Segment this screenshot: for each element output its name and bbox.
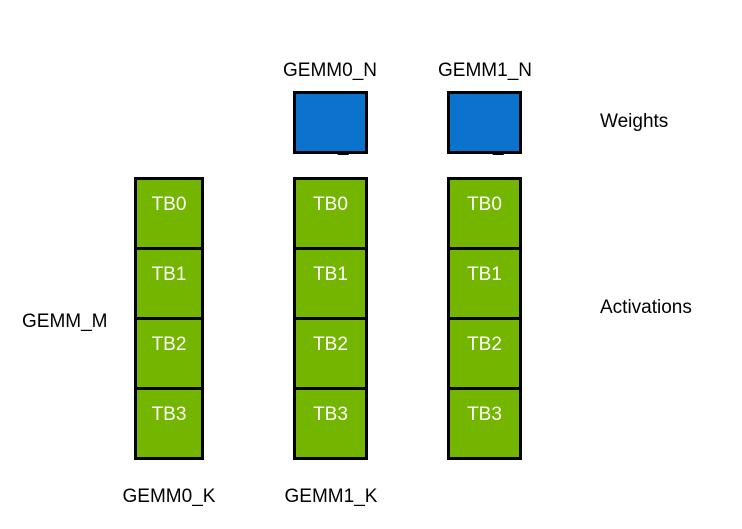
weights-block-0 — [293, 91, 368, 154]
weights-block-1 — [447, 91, 522, 154]
left-label-gemm-m: GEMM_M — [22, 311, 108, 332]
tb-cell: TB2 — [134, 317, 204, 390]
tb-cell: TB0 — [293, 177, 368, 250]
top-label-gemm1-n-line1: GEMM1_N — [438, 60, 532, 81]
activation-column-0: TB0 TB1 TB2 TB3 — [134, 177, 204, 460]
tb-cell: TB1 — [447, 247, 522, 320]
tb-cell: TB2 — [293, 317, 368, 390]
tb-cell: TB3 — [134, 387, 204, 460]
bottom-label-gemm0-k: GEMM0_K — [122, 486, 216, 507]
row-label-weights: Weights — [600, 111, 669, 132]
activation-column-2: TB0 TB1 TB2 TB3 — [447, 177, 522, 460]
tb-cell: TB0 — [447, 177, 522, 250]
tb-cell: TB3 — [447, 387, 522, 460]
tb-cell: TB0 — [134, 177, 204, 250]
activation-column-1: TB0 TB1 TB2 TB3 — [293, 177, 368, 460]
tb-cell: TB1 — [293, 247, 368, 320]
row-label-activations: Activations — [600, 297, 692, 318]
tb-cell: TB3 — [293, 387, 368, 460]
top-label-gemm0-n-line1: GEMM0_N — [283, 60, 377, 81]
bottom-label-gemm1-k: GEMM1_K — [284, 486, 378, 507]
tb-cell: TB1 — [134, 247, 204, 320]
tb-cell: TB2 — [447, 317, 522, 390]
